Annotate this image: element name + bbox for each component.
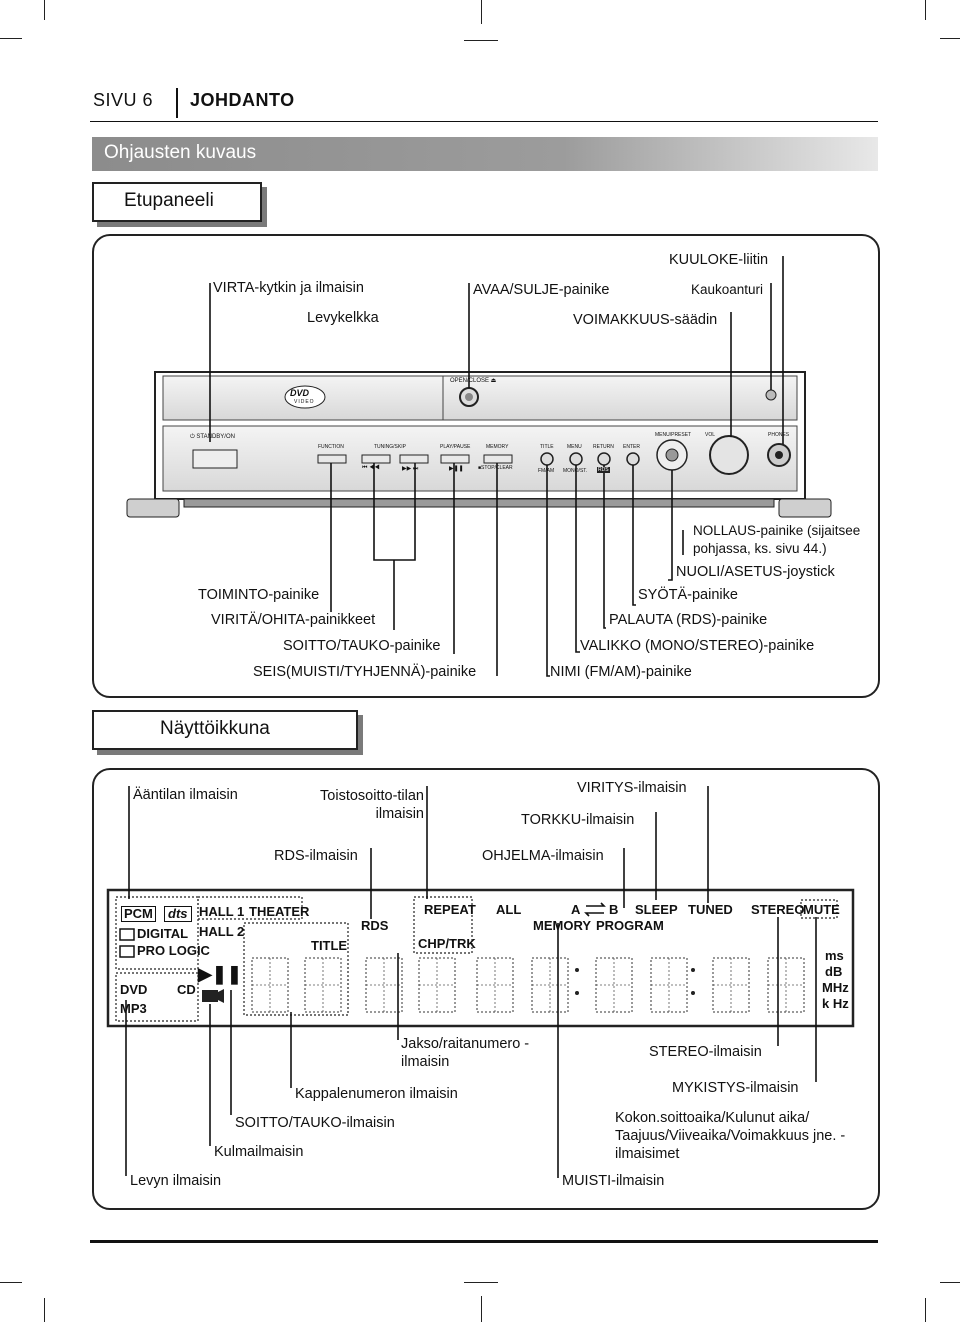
skip-fwd-label: ▶▶ ⏭ bbox=[402, 466, 419, 472]
vfd-pcm: PCM bbox=[121, 906, 156, 922]
display-window-box bbox=[92, 768, 880, 1210]
playpause-symbol: ▶❚❚ bbox=[449, 466, 464, 472]
open-close-label: OPEN/CLOSE ⏏ bbox=[450, 378, 497, 384]
label-nimi: NIMI (FM/AM)-painike bbox=[550, 664, 692, 680]
label-aantila: Ääntilan ilmaisin bbox=[133, 787, 238, 803]
vfd-hall1: HALL 1 bbox=[199, 904, 245, 919]
menupreset-label: MENU/PRESET bbox=[655, 432, 692, 438]
label-kokon: Kokon.soittoaika/Kulunut aika/ Taajuus/V… bbox=[615, 1110, 846, 1162]
label-ohjelma: OHJELMA-ilmaisin bbox=[482, 848, 604, 864]
label-syota: SYÖTÄ-painike bbox=[638, 587, 738, 603]
banner-text: Ohjausten kuvaus bbox=[104, 142, 257, 163]
vol-label: VOL bbox=[705, 432, 716, 438]
vfd-playpause-icon: ▶❚❚ bbox=[198, 964, 243, 984]
vfd-chptrk: CHP/TRK bbox=[418, 936, 476, 951]
vfd-title: TITLE bbox=[311, 938, 348, 953]
label-avaa: AVAA/SULJE-painike bbox=[473, 282, 610, 298]
page-number: SIVU 6 bbox=[93, 90, 154, 110]
menu-label: MENU bbox=[567, 444, 582, 450]
label-nuoli: NUOLI/ASETUS-joystick bbox=[676, 564, 835, 580]
phones-label: PHONES bbox=[768, 432, 790, 438]
vfd-program: PROGRAM bbox=[596, 918, 664, 933]
display-window-heading: Näyttöikkuna bbox=[92, 710, 358, 750]
rds-badge: RDS bbox=[597, 467, 610, 473]
vfd-memory: MEMORY bbox=[533, 918, 592, 933]
vfd-digital: DIGITAL bbox=[137, 926, 189, 941]
vfd-prologic: PRO LOGIC bbox=[137, 943, 210, 958]
title-label: TITLE bbox=[540, 444, 554, 450]
label-mykistys: MYKISTYS-ilmaisin bbox=[672, 1080, 799, 1096]
display-window-diagram bbox=[106, 786, 855, 1178]
label-kaukoanturi: Kaukoanturi bbox=[691, 282, 764, 297]
vfd-mute: MUTE bbox=[803, 902, 840, 917]
label-valikko: VALIKKO (MONO/STEREO)-painike bbox=[580, 638, 815, 654]
header-rule bbox=[90, 121, 878, 122]
fmam-label: FM/AM bbox=[538, 468, 555, 474]
standby-label: ⏻ STANDBY/ON bbox=[190, 434, 235, 440]
label-nollaus: NOLLAUS-painike (sijaitsee pohjassa, ks.… bbox=[693, 523, 861, 556]
stopclear-label: ■STOP/CLEAR bbox=[478, 465, 513, 471]
vfd-tuned: TUNED bbox=[688, 902, 733, 917]
vfd-all: ALL bbox=[496, 902, 522, 917]
vfd-theater: THEATER bbox=[249, 904, 310, 919]
enter-label: ENTER bbox=[623, 444, 640, 450]
label-stereo: STEREO-ilmaisin bbox=[649, 1044, 762, 1060]
vfd-dts: dts bbox=[164, 906, 192, 922]
label-toisto: Toistosoitto-tilan ilmaisin bbox=[320, 788, 424, 822]
display-window-title: Näyttöikkuna bbox=[160, 718, 270, 739]
label-jakso: Jakso/raitanumero -ilmaisin bbox=[401, 1036, 530, 1070]
function-label: FUNCTION bbox=[318, 444, 344, 450]
label-soittotauko-ilmaisin: SOITTO/TAUKO-ilmaisin bbox=[235, 1115, 395, 1131]
vfd-mp3: MP3 bbox=[120, 1001, 147, 1016]
label-voimakkuus: VOIMAKKUUS-säädin bbox=[573, 312, 718, 328]
chapter-title: JOHDANTO bbox=[190, 90, 295, 110]
label-soittotauko: SOITTO/TAUKO-painike bbox=[283, 638, 441, 654]
front-panel-diagram bbox=[126, 256, 832, 677]
play-label: PLAY/PAUSE bbox=[440, 444, 471, 450]
vfd-ms: ms bbox=[825, 948, 844, 963]
vfd-sleep: SLEEP bbox=[635, 902, 678, 917]
vfd-cd: CD bbox=[177, 982, 196, 997]
label-kappale: Kappalenumeron ilmaisin bbox=[295, 1086, 458, 1102]
label-viritys: VIRITYS-ilmaisin bbox=[577, 780, 687, 796]
dvd-logo-sub: VIDEO bbox=[294, 399, 315, 405]
vfd-db: dB bbox=[825, 964, 843, 979]
vfd-rds: RDS bbox=[361, 918, 389, 933]
vfd-a: A bbox=[571, 902, 581, 917]
label-kulma: Kulmailmaisin bbox=[214, 1144, 304, 1160]
vfd-hall2: HALL 2 bbox=[199, 924, 245, 939]
skip-back-label: ⏮ ◀◀ bbox=[362, 465, 380, 471]
monost-label: MONO/ST. bbox=[563, 468, 588, 474]
front-panel-heading: Etupaneeli bbox=[92, 182, 262, 222]
vfd-dvd: DVD bbox=[120, 982, 148, 997]
vfd-mhz: MHz bbox=[822, 980, 849, 995]
label-palauta: PALAUTA (RDS)-painike bbox=[609, 612, 768, 628]
front-panel-title: Etupaneeli bbox=[124, 190, 214, 211]
memory-label: MEMORY bbox=[486, 444, 509, 450]
vfd-khz: k Hz bbox=[822, 996, 849, 1011]
tuning-label: TUNING/SKIP bbox=[374, 444, 406, 450]
dvd-logo: DVD bbox=[290, 388, 310, 398]
header-divider bbox=[176, 88, 178, 118]
footer-rule bbox=[90, 1240, 878, 1243]
label-levykelkka: Levykelkka bbox=[307, 310, 379, 326]
label-muisti: MUISTI-ilmaisin bbox=[562, 1173, 665, 1189]
label-rds: RDS-ilmaisin bbox=[274, 848, 358, 864]
vfd-b: B bbox=[609, 902, 619, 917]
vfd-repeat: REPEAT bbox=[424, 902, 476, 917]
label-virta: VIRTA-kytkin ja ilmaisin bbox=[213, 280, 364, 296]
vfd-stereo: STEREO bbox=[751, 902, 805, 917]
label-kuuloke: KUULOKE-liitin bbox=[669, 252, 769, 268]
return-label: RETURN bbox=[593, 444, 614, 450]
front-panel-box bbox=[92, 234, 880, 698]
label-viritaohita: VIRITÄ/OHITA-painikkeet bbox=[211, 612, 376, 628]
section-banner: Ohjausten kuvaus bbox=[92, 137, 878, 171]
label-toiminto: TOIMINTO-painike bbox=[198, 587, 320, 603]
label-seis: SEIS(MUISTI/TYHJENNÄ)-painike bbox=[253, 664, 477, 680]
label-levyn: Levyn ilmaisin bbox=[130, 1173, 222, 1189]
label-torkku: TORKKU-ilmaisin bbox=[521, 812, 635, 828]
